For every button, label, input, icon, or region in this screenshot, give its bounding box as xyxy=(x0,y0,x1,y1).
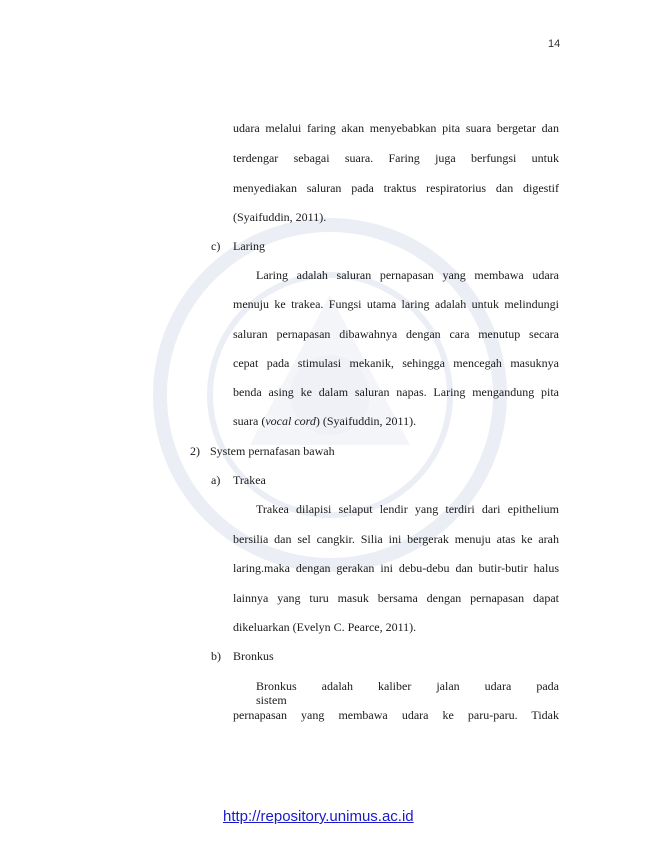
university-seal-watermark xyxy=(153,218,507,572)
section-heading-trakea: Trakea xyxy=(233,473,266,487)
body-text-line: Bronkus adalah kaliber jalan udara pada … xyxy=(256,679,559,707)
body-text-line: (Syaifuddin, 2011). xyxy=(233,210,327,224)
body-text-line: saluran pernapasan dibawahnya dengan car… xyxy=(233,327,559,341)
body-text-line: cepat pada stimulasi mekanik, sehingga m… xyxy=(233,356,559,370)
list-marker: 2) xyxy=(190,444,200,458)
text-segment: ) (Syaifuddin, 2011). xyxy=(315,414,417,428)
page-number: 14 xyxy=(548,38,561,50)
list-marker: c) xyxy=(211,239,221,253)
body-text-line: laring.maka dengan gerakan ini debu-debu… xyxy=(233,561,559,575)
body-text-line: lainnya yang turu masuk bersama dengan p… xyxy=(233,591,559,605)
text-segment: suara ( xyxy=(233,414,266,428)
section-heading-laring: Laring xyxy=(233,239,265,253)
list-marker: a) xyxy=(211,473,221,487)
body-text-line: bersilia dan sel cangkir. Silia ini berg… xyxy=(233,532,559,546)
italic-term: vocal cord xyxy=(265,414,316,428)
body-text-line: benda asing ke dalam saluran napas. Lari… xyxy=(233,385,559,399)
section-heading-system: System pernafasan bawah xyxy=(210,444,335,458)
body-text-line: terdengar sebagai suara. Faring juga ber… xyxy=(233,151,559,165)
section-heading-bronkus: Bronkus xyxy=(233,649,274,663)
body-text-line: dikeluarkan (Evelyn C. Pearce, 2011). xyxy=(233,620,417,634)
body-text-line: menyediakan saluran pada traktus respira… xyxy=(233,181,559,195)
body-text-line: menuju ke trakea. Fungsi utama laring ad… xyxy=(233,297,559,311)
repository-link[interactable]: http://repository.unimus.ac.id xyxy=(223,808,414,825)
body-text-line: pernapasan yang membawa udara ke paru-pa… xyxy=(233,708,559,722)
body-text-line: suara (vocal cord) (Syaifuddin, 2011). xyxy=(233,414,416,428)
body-text-line: Trakea dilapisi selaput lendir yang terd… xyxy=(256,502,559,516)
body-text-line: Laring adalah saluran pernapasan yang me… xyxy=(256,268,559,282)
list-marker: b) xyxy=(211,649,221,663)
body-text-line: udara melalui faring akan menyebabkan pi… xyxy=(233,121,559,135)
